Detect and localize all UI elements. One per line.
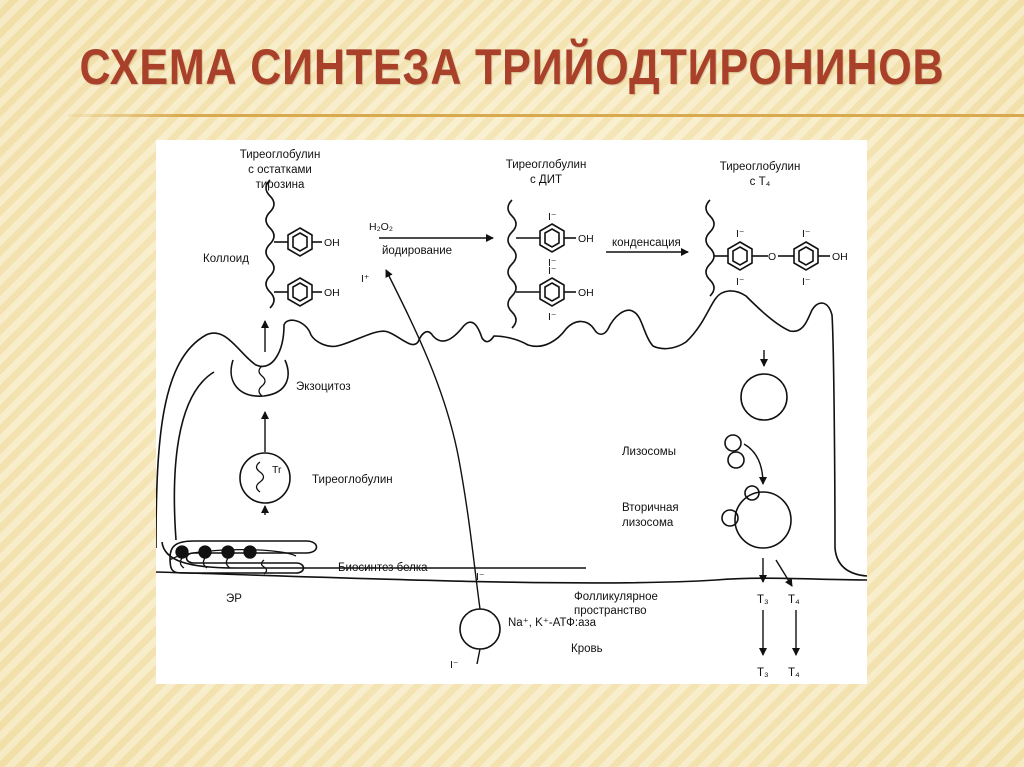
label-iodine-3: I⁻ xyxy=(548,265,557,277)
label-tg-tyrosine-2: с остатками xyxy=(248,164,312,176)
label-tr: Tr xyxy=(272,464,282,476)
cell-membrane xyxy=(155,290,868,584)
label-iodine-8: I⁻ xyxy=(802,276,811,288)
label-iodine-5: I⁻ xyxy=(736,228,745,240)
label-colloid: Коллоид xyxy=(203,253,249,265)
endocytic-vesicle xyxy=(740,373,788,421)
label-iodination: йодирование xyxy=(382,245,452,257)
label-tg-tyrosine-1: Тиреоглобулин xyxy=(240,149,321,161)
label-tg-dit-1: Тиреоглобулин xyxy=(506,159,587,171)
arrow-t4-release xyxy=(775,559,793,587)
label-protein-biosynthesis: Биосинтез белка xyxy=(338,562,428,574)
label-follicular-space-2: пространство xyxy=(574,605,647,617)
label-tg-t4-1: Тиреоглобулин xyxy=(720,161,801,173)
label-t4-blood: T₄ xyxy=(788,667,800,679)
label-tg-tyrosine-3: тирозина xyxy=(256,179,305,191)
label-iodide-blood: I⁻ xyxy=(450,659,459,671)
arrow-iodide-transport xyxy=(385,269,481,610)
label-iodide-in: I⁻ xyxy=(476,571,485,583)
label-oh-3: OH xyxy=(578,233,594,245)
label-na-k-atpase: Na⁺, K⁺-АТФ:аза xyxy=(508,617,597,629)
label-oh-2: OH xyxy=(324,287,340,299)
thyroglobulin-vesicle xyxy=(239,452,291,504)
label-follicular-space-1: Фолликулярное xyxy=(574,591,658,603)
label-o-bridge: O xyxy=(768,251,776,263)
arrow-lysosome-fusion xyxy=(743,443,767,485)
exocytosis-vesicle xyxy=(230,359,289,397)
endoplasmic-reticulum xyxy=(169,540,318,574)
ribosomes xyxy=(175,545,257,569)
secondary-lysosome xyxy=(734,491,792,549)
label-oh-1: OH xyxy=(324,237,340,249)
label-iodine-4: I⁻ xyxy=(548,311,557,323)
label-lysosomes: Лизосомы xyxy=(622,446,676,458)
label-iodine-2: I⁻ xyxy=(548,257,557,269)
label-er: ЭР xyxy=(226,593,242,605)
label-tg-dit-2: с ДИТ xyxy=(530,174,562,186)
arrow-iodide-blood xyxy=(476,648,481,665)
label-thyroglobulin: Тиреоглобулин xyxy=(312,474,393,486)
label-oh-5: OH xyxy=(832,251,848,263)
label-t4-cell: T₄ xyxy=(788,594,800,606)
label-tg-t4-2: с Т₄ xyxy=(750,176,771,188)
label-iodine-6: I⁻ xyxy=(736,276,745,288)
label-iodine-7: I⁻ xyxy=(802,228,811,240)
diagram-panel: Тиреоглобулин с остатками тирозина Тирео… xyxy=(155,140,868,684)
label-t3-cell: T₃ xyxy=(757,594,769,606)
label-h2o2: H₂O₂ xyxy=(369,221,393,233)
na-k-atpase-pump xyxy=(459,608,501,650)
label-exocytosis: Экзоцитоз xyxy=(296,381,351,393)
label-iodine-1: I⁻ xyxy=(548,211,557,223)
title-underline xyxy=(68,114,1024,117)
label-condensation: конденсация xyxy=(612,237,681,249)
lysosome-2 xyxy=(727,451,745,469)
label-iodine-plus: I⁺ xyxy=(361,273,370,285)
label-blood: Кровь xyxy=(571,643,603,655)
label-secondary-lysosome-1: Вторичная xyxy=(622,502,679,514)
label-oh-4: OH xyxy=(578,287,594,299)
label-t3-blood: T₃ xyxy=(757,667,769,679)
lysosome-1 xyxy=(724,434,742,452)
thyroid-hormone-synthesis-diagram: Тиреоглобулин с остатками тирозина Тирео… xyxy=(155,149,868,679)
label-secondary-lysosome-2: лизосома xyxy=(622,517,674,529)
slide-title: СХЕМА СИНТЕЗА ТРИЙОДТИРОНИНОВ xyxy=(79,39,945,95)
